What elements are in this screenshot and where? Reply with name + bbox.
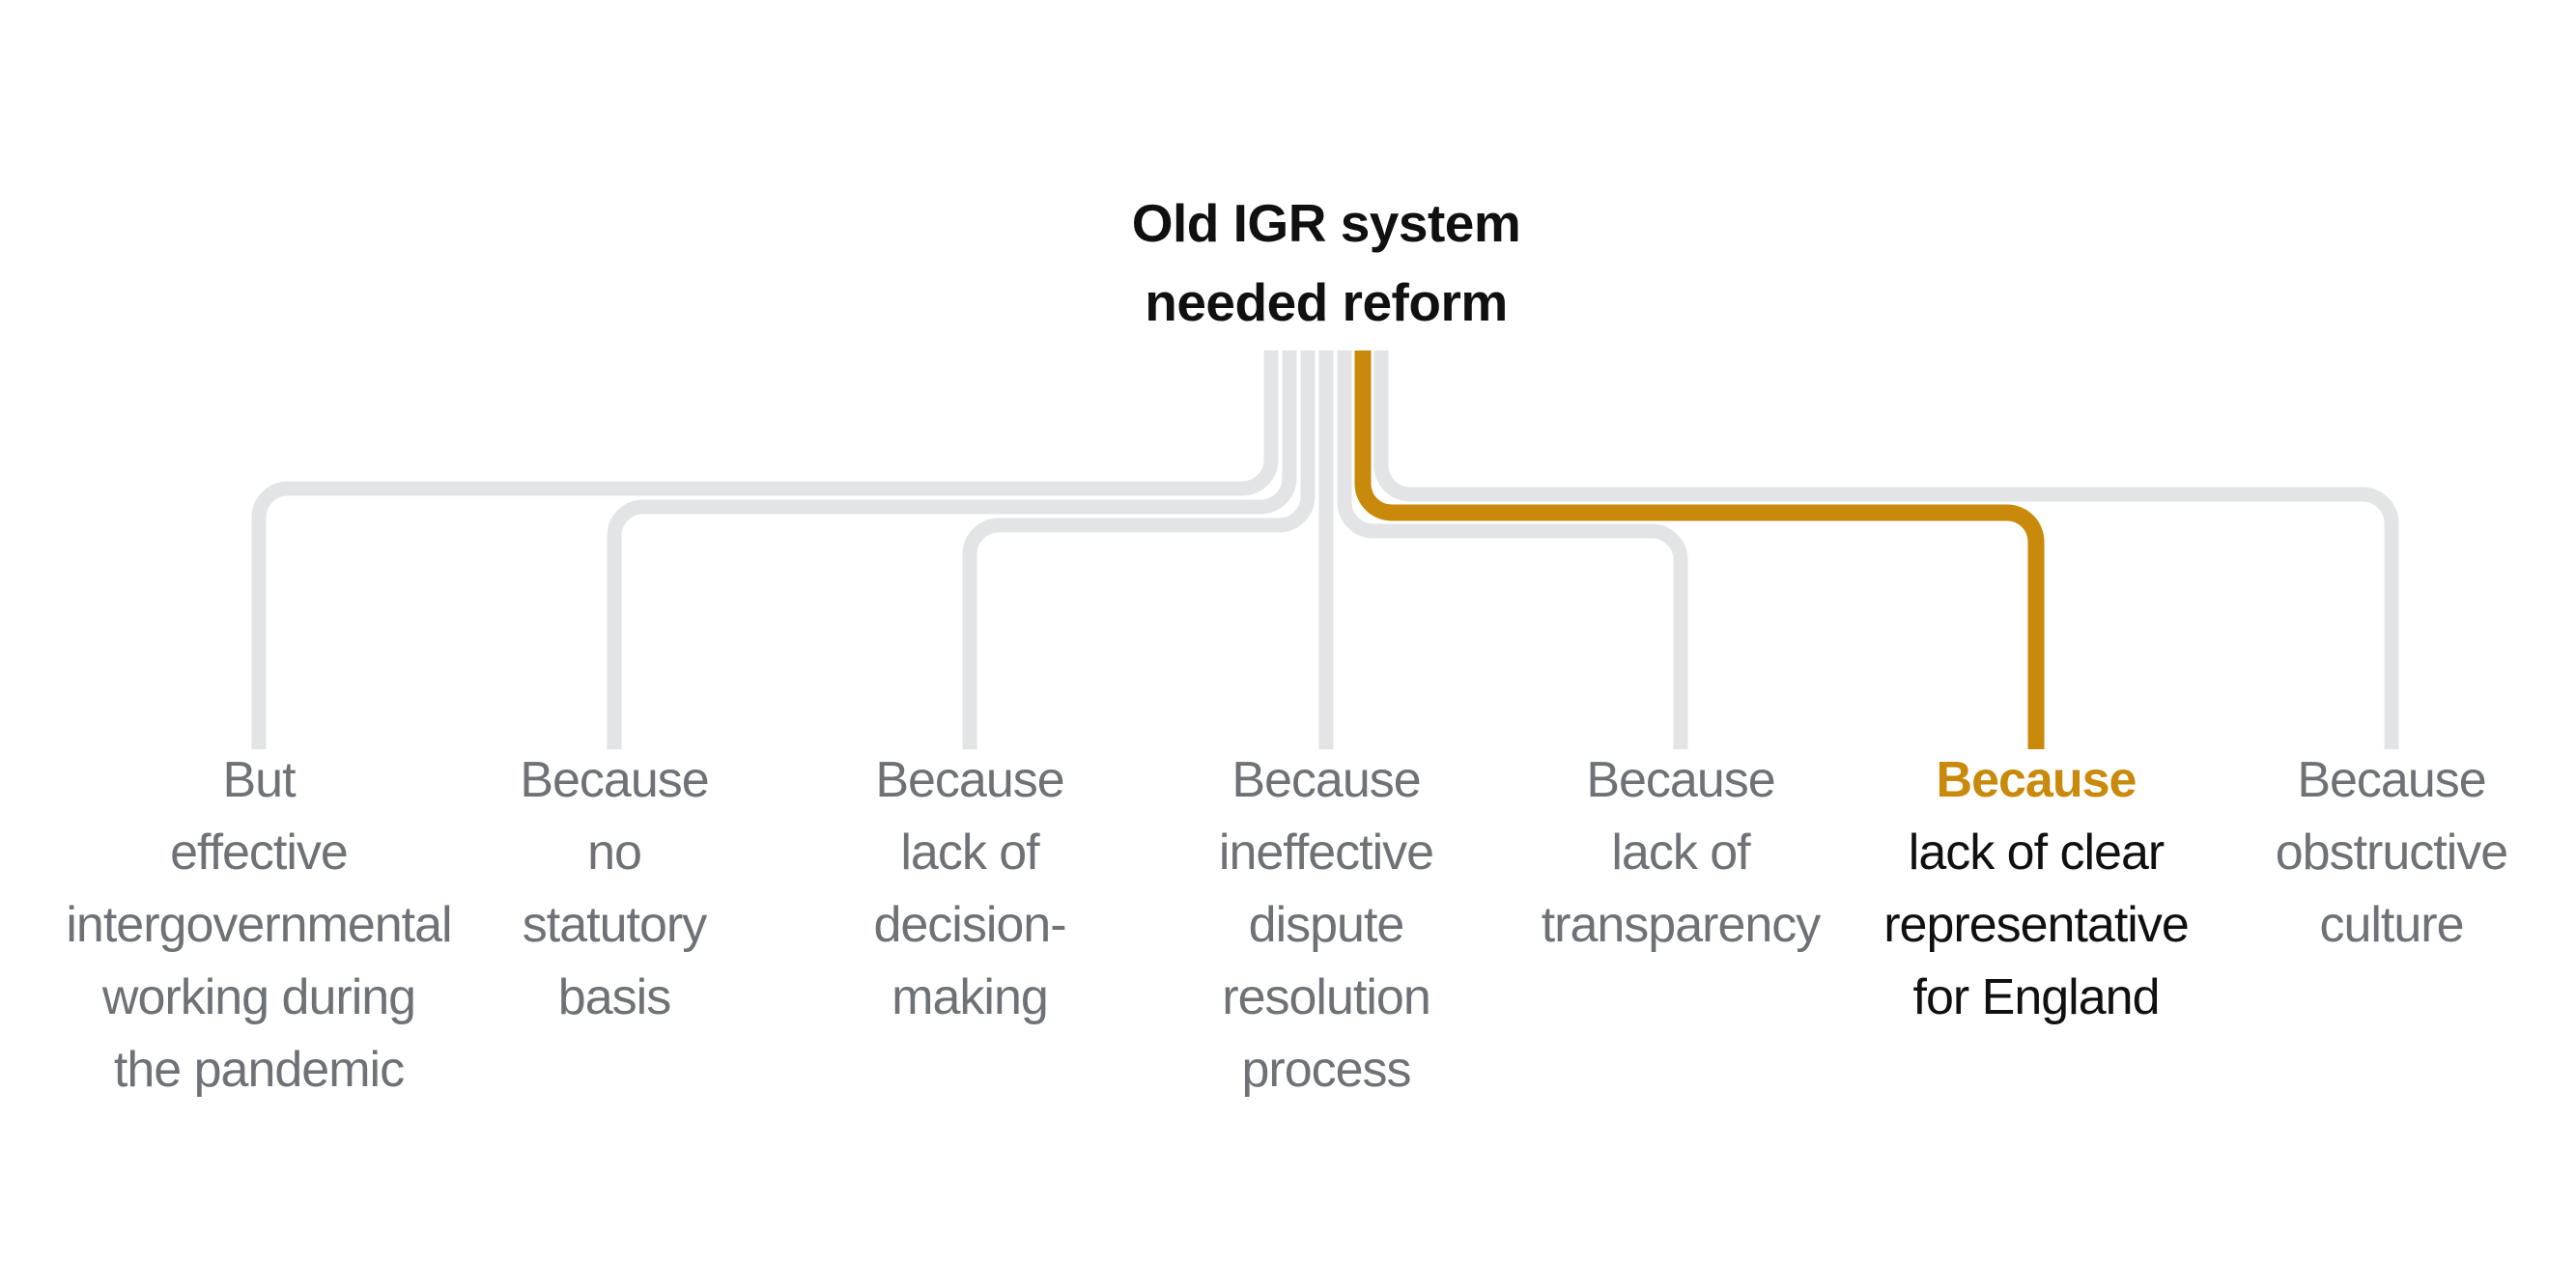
claim-text: ineffective dispute resolution process — [1218, 825, 1434, 1098]
child-claim-1: But effective intergovernmental working … — [46, 744, 471, 1106]
claim-connective: Because — [1231, 752, 1421, 808]
child-claim-5: Because lack of transparency — [1468, 744, 1893, 962]
claim-text: effective intergovernmental working duri… — [66, 825, 452, 1098]
claim-connective: Because — [1586, 752, 1775, 808]
claim-text: lack of clear representative for England — [1883, 825, 2190, 1025]
claim-connective: But — [222, 752, 296, 808]
claim-connective: Because — [1936, 752, 2137, 808]
child-claim-4: Because ineffective dispute resolution p… — [1114, 744, 1539, 1106]
claim-text: obstructive culture — [2275, 825, 2508, 953]
connector-child-1 — [251, 350, 1279, 749]
child-claim-7: Because obstructive culture — [2179, 744, 2576, 962]
root-claim-line-2: needed reform — [1145, 272, 1508, 332]
claim-text: lack of decision- making — [873, 825, 1066, 1025]
connector-child-5 — [1337, 350, 1688, 749]
child-claim-6: Because lack of clear representative for… — [1824, 744, 2249, 1034]
claim-connective: Because — [875, 752, 1064, 808]
claim-text: lack of transparency — [1541, 825, 1822, 953]
connector-child-7 — [1373, 350, 2399, 749]
connector-child-2 — [607, 350, 1297, 749]
claim-connective: Because — [520, 752, 709, 808]
connector-child-6 — [1354, 350, 2045, 749]
claim-text: no statutory basis — [522, 825, 707, 1025]
root-claim-line-1: Old IGR system — [1131, 193, 1521, 253]
child-claim-2: Because no statutory basis — [402, 744, 827, 1034]
child-claim-3: Because lack of decision- making — [757, 744, 1182, 1034]
claim-connective: Because — [2297, 752, 2486, 808]
connector-child-3 — [962, 350, 1316, 749]
root-claim: Old IGR system needed reform — [1036, 183, 1616, 342]
